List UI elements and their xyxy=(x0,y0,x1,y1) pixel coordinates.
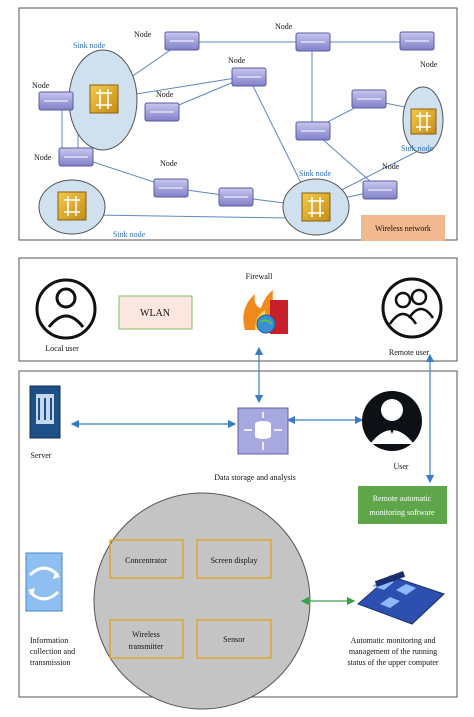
server-label: Server xyxy=(31,451,52,460)
node-label: Node xyxy=(34,153,52,162)
router-node-icon xyxy=(295,121,331,141)
sensor-box xyxy=(196,619,272,659)
sink-node-icon xyxy=(410,108,437,135)
info-collection-label-3: transmission xyxy=(30,658,70,667)
auto-monitoring-label-2: management of the running xyxy=(349,647,437,656)
concentrator-label: Concentrator xyxy=(125,556,167,565)
network-management-platform-icon xyxy=(357,571,445,625)
router-node-icon xyxy=(231,67,267,87)
wireless-network-box xyxy=(361,215,445,241)
screen-display-box xyxy=(196,539,272,579)
sink-node-label: Sink node xyxy=(299,169,332,178)
terminal-system-circle xyxy=(93,492,311,710)
router-node-icon xyxy=(144,102,180,122)
sink-node-icon xyxy=(301,192,331,222)
router-node-icon xyxy=(295,32,331,52)
node-label: Node xyxy=(156,90,174,99)
sink-node-label: Sink node xyxy=(113,230,146,239)
info-collection-label-2: collection and xyxy=(30,647,75,656)
router-node-icon xyxy=(351,89,387,109)
wireless-transmitter-box xyxy=(109,619,184,659)
auto-monitoring-label-3: status of the upper computer xyxy=(347,658,438,667)
data-storage-icon xyxy=(237,407,289,455)
node-label: Node xyxy=(160,159,178,168)
node-label: Node xyxy=(134,30,152,39)
router-node-icon xyxy=(164,31,200,51)
user-label: User xyxy=(393,462,408,471)
router-node-icon xyxy=(58,147,94,167)
screen-display-label: Screen display xyxy=(211,556,258,565)
user-icon xyxy=(362,391,422,451)
sink-node-icon xyxy=(57,191,87,221)
firewall-label: Firewall xyxy=(246,272,273,281)
node-label: Node xyxy=(420,60,438,69)
sink-node-label: Sink node xyxy=(73,41,106,50)
router-node-icon xyxy=(362,180,398,200)
wireless-transmitter-label-1: Wireless xyxy=(132,630,160,639)
wlan-label: WLAN xyxy=(140,308,170,319)
auto-monitoring-label-1: Automatic monitoring and xyxy=(351,636,436,645)
node-label: Node xyxy=(32,81,50,90)
remote-software-label-2: monitoring software xyxy=(369,508,435,517)
remote-user-icon xyxy=(381,277,443,339)
sensor-label: Sensor xyxy=(223,635,245,644)
router-node-icon xyxy=(399,31,435,51)
server-icon xyxy=(29,385,61,439)
sink-node-icon xyxy=(89,84,119,114)
concentrator-box xyxy=(109,539,184,579)
sink-node-label: Sink node xyxy=(401,144,434,153)
remote-user-label: Remote user xyxy=(389,348,430,357)
local-user-label: Local user xyxy=(45,344,79,353)
local-user-icon xyxy=(35,278,97,340)
router-node-icon xyxy=(38,91,74,111)
wireless-network-label: Wireless network xyxy=(375,224,431,233)
router-node-icon xyxy=(153,178,189,198)
wireless-transmitter-label-2: transmitter xyxy=(129,642,164,651)
wlan-box xyxy=(118,295,193,330)
info-collection-label-1: Information xyxy=(30,636,68,645)
remote-software-box xyxy=(358,486,447,524)
firewall-icon xyxy=(243,290,288,334)
node-label: Node xyxy=(228,56,246,65)
information-collection-icon xyxy=(25,552,63,612)
node-label: Node xyxy=(275,22,293,31)
remote-software-label-1: Remote automatic xyxy=(373,494,432,503)
data-flow-arrows xyxy=(70,346,435,484)
data-storage-label: Data storage and analysis xyxy=(214,473,296,482)
node-label: Node xyxy=(382,162,400,171)
router-node-icon xyxy=(218,187,254,207)
